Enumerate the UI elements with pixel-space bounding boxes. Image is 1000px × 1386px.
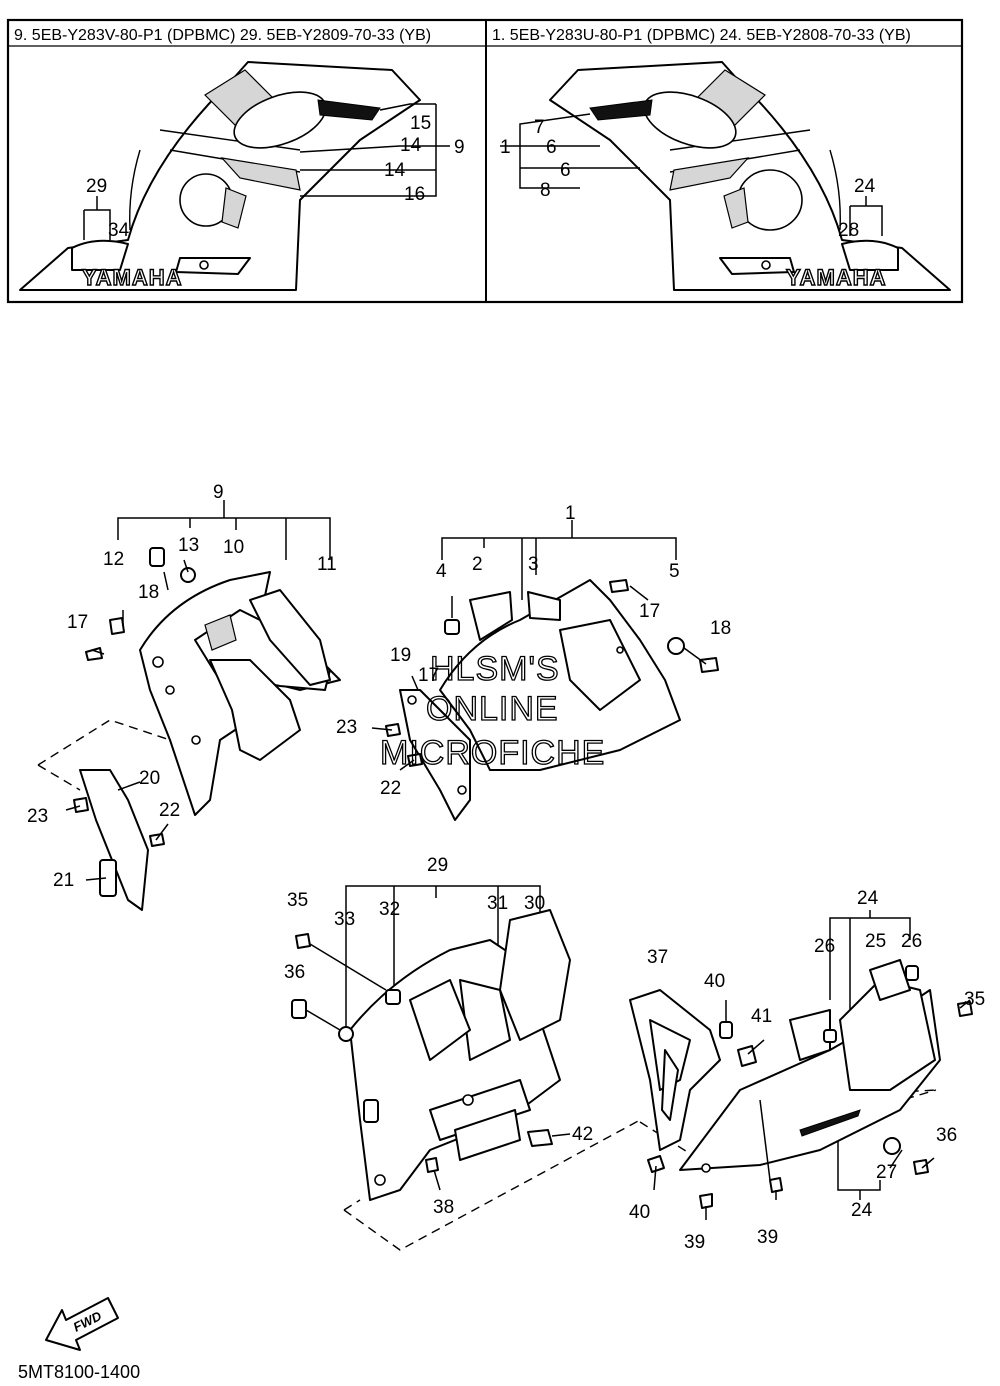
callout-11: 11 — [317, 554, 337, 575]
callout-17: 17 — [639, 601, 660, 622]
callout-31: 31 — [487, 893, 508, 914]
callout-28: 28 — [838, 220, 859, 241]
callout-19: 19 — [390, 645, 411, 666]
callout-29: 29 — [86, 176, 107, 197]
diagram-code: 5MT8100-1400 — [18, 1362, 140, 1382]
callout-33: 33 — [334, 909, 355, 930]
callout-24: 24 — [857, 888, 879, 909]
callout-40: 40 — [704, 971, 725, 992]
callout-24: 24 — [854, 176, 876, 197]
callout-14: 14 — [384, 160, 406, 181]
callout-1: 1 — [565, 503, 576, 524]
watermark-line-2: ONLINE — [426, 690, 559, 728]
callout-13: 13 — [178, 535, 199, 556]
callout-26: 26 — [901, 931, 922, 952]
callout-14: 14 — [400, 135, 422, 156]
callout-1: 1 — [500, 137, 511, 158]
callout-18: 18 — [710, 618, 731, 639]
callout-17: 17 — [418, 665, 439, 686]
callout-41: 41 — [751, 1006, 772, 1027]
callout-17: 17 — [67, 612, 88, 633]
callout-25: 25 — [865, 931, 886, 952]
callout-5: 5 — [669, 561, 680, 582]
left-under-cowling-assembly — [291, 885, 641, 1251]
right-inset-title: 1. 5EB-Y283U-80-P1 (DPBMC) 24. 5EB-Y2808… — [492, 27, 911, 44]
callout-38: 38 — [433, 1197, 454, 1218]
left-inset-title: 9. 5EB-Y283V-80-P1 (DPBMC) 29. 5EB-Y2809… — [14, 27, 431, 44]
callout-21: 21 — [53, 870, 74, 891]
left-side-fairing-assembly — [37, 500, 341, 911]
callout-23: 23 — [336, 717, 357, 738]
callout-9: 9 — [454, 137, 465, 158]
callout-10: 10 — [223, 537, 244, 558]
callout-26: 26 — [814, 936, 835, 957]
left-inset-brand: YAMAHA — [82, 265, 183, 290]
right-side-fairing-assembly — [371, 520, 719, 821]
callout-24: 24 — [851, 1200, 873, 1221]
bolt-18-part — [149, 547, 165, 567]
callout-9: 9 — [213, 482, 224, 503]
callout-34: 34 — [108, 220, 130, 241]
callout-23: 23 — [27, 806, 48, 827]
watermark-line-3: MICROFICHE — [380, 734, 605, 772]
callout-35: 35 — [287, 890, 308, 911]
callout-16: 16 — [404, 184, 425, 205]
fwd-arrow-icon: FWD — [45, 1297, 119, 1351]
callout-22: 22 — [380, 778, 401, 799]
callout-27: 27 — [876, 1162, 897, 1183]
callout-32: 32 — [379, 899, 400, 920]
callout-18: 18 — [138, 582, 159, 603]
callout-36: 36 — [936, 1125, 957, 1146]
callout-20: 20 — [139, 768, 160, 789]
right-inset-brand: YAMAHA — [786, 265, 887, 290]
callout-12: 12 — [103, 549, 124, 570]
callout-37: 37 — [647, 947, 668, 968]
callout-6: 6 — [546, 137, 557, 158]
callout-42: 42 — [572, 1124, 593, 1145]
callout-39: 39 — [684, 1232, 705, 1253]
callout-4: 4 — [436, 561, 447, 582]
callout-30: 30 — [524, 893, 545, 914]
callout-3: 3 — [528, 554, 539, 575]
callout-22: 22 — [159, 800, 180, 821]
left-decal-fairing: YAMAHA — [19, 61, 450, 291]
right-under-cowling-assembly — [629, 910, 973, 1220]
callout-36: 36 — [284, 962, 305, 983]
callout-29: 29 — [427, 855, 448, 876]
callout-8: 8 — [540, 180, 551, 201]
callout-2: 2 — [472, 554, 483, 575]
callout-6: 6 — [560, 160, 571, 181]
callout-40: 40 — [629, 1202, 650, 1223]
watermark-line-1: HLSM'S — [430, 650, 560, 688]
callout-35: 35 — [964, 989, 985, 1010]
callout-39: 39 — [757, 1227, 778, 1248]
callout-15: 15 — [410, 113, 431, 134]
callout-7: 7 — [534, 117, 545, 138]
watermark: HLSM'S ONLINE MICROFICHE — [379, 649, 605, 772]
right-decal-fairing: YAMAHA — [500, 61, 951, 291]
